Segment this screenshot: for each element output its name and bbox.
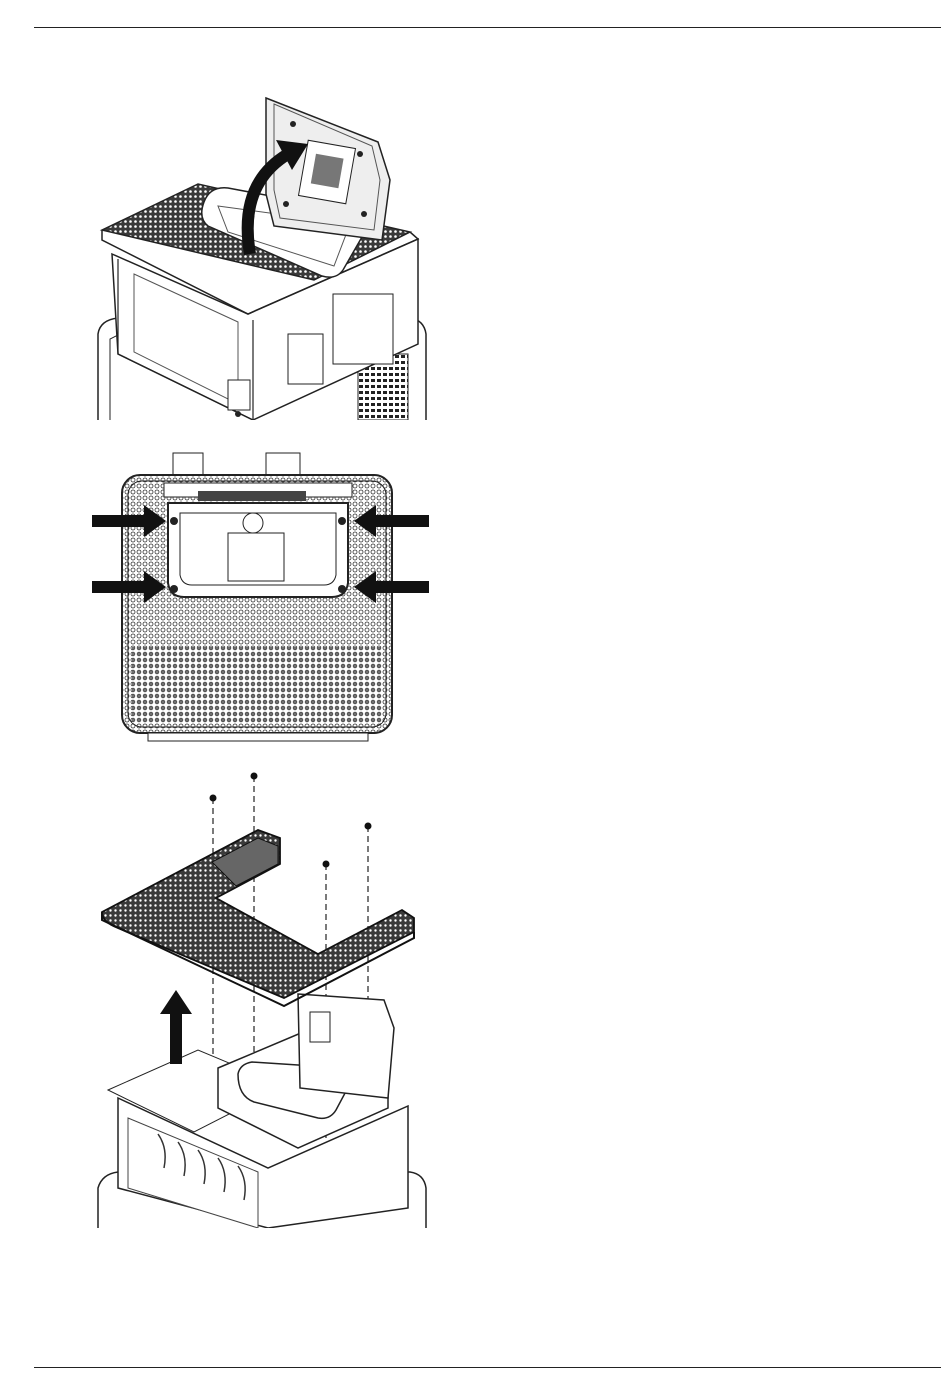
open-lid-illustration [88, 84, 433, 420]
footer-rule [34, 1367, 941, 1368]
top-view-screws-illustration [88, 447, 433, 743]
remove-top-panel-illustration [88, 768, 433, 1228]
header-rule [34, 27, 941, 28]
